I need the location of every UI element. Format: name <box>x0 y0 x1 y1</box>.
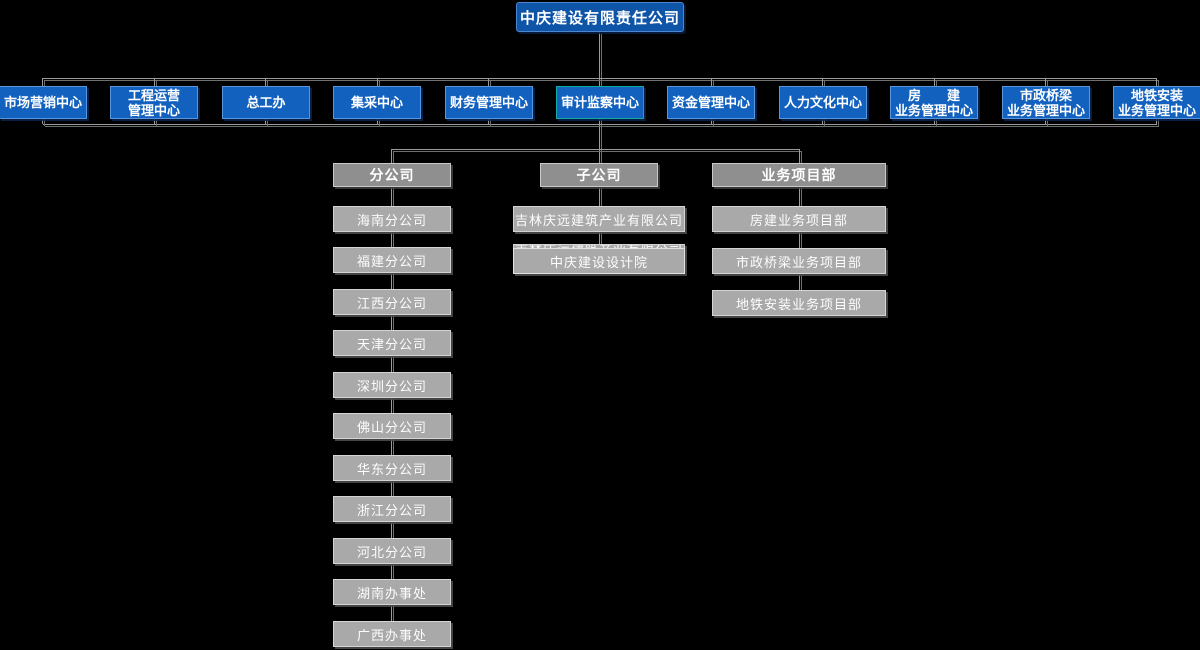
branch-node-zhejiang: 浙江分公司 <box>333 496 451 522</box>
dept-node-marketing-center: 市场营销中心 <box>0 86 87 119</box>
branch-node-hunan-office: 湖南办事处 <box>333 579 451 605</box>
branch-node-shenzhen: 深圳分公司 <box>333 372 451 398</box>
project-node-metro-installation: 地铁安装业务项目部 <box>712 290 886 316</box>
dept-node-chief-engineer-office: 总工办 <box>222 86 310 119</box>
branch-node-jiangxi: 江西分公司 <box>333 289 451 315</box>
dept-node-audit-supervision-center: 审计监察中心 <box>556 86 644 119</box>
branch-node-hebei: 河北分公司 <box>333 538 451 564</box>
connector-line <box>599 32 600 248</box>
branch-node-fujian: 福建分公司 <box>333 247 451 273</box>
dept-node-procurement-center: 集采中心 <box>333 86 421 119</box>
group-header-business-project-depts: 业务项目部 <box>712 163 886 187</box>
dept-node-metro-installation-center: 地铁安装 业务管理中心 <box>1113 86 1200 119</box>
dept-node-capital-center: 资金管理中心 <box>667 86 755 119</box>
dept-node-housing-construction-center: 房 建 业务管理中心 <box>890 86 978 119</box>
subsidiary-node-jilin-qingyuan: 吉林庆远建筑产业有限公司 <box>513 206 685 232</box>
dept-node-municipal-bridge-center: 市政桥梁 业务管理中心 <box>1002 86 1090 119</box>
connector-line <box>43 124 1157 125</box>
connector-line <box>43 78 1157 79</box>
subsidiary-node-design-institute: 中庆建设设计院 <box>513 248 685 274</box>
branch-node-foshan: 佛山分公司 <box>333 413 451 439</box>
project-node-housing-construction: 房建业务项目部 <box>712 206 886 232</box>
branch-node-hainan: 海南分公司 <box>333 206 451 232</box>
dept-node-hr-culture-center: 人力文化中心 <box>779 86 867 119</box>
branch-node-guangxi-office: 广西办事处 <box>333 621 451 647</box>
dept-node-finance-center: 财务管理中心 <box>445 86 533 119</box>
group-header-subsidiaries: 子公司 <box>540 163 658 187</box>
branch-node-huadong: 华东分公司 <box>333 455 451 481</box>
project-node-municipal-bridge: 市政桥梁业务项目部 <box>712 248 886 274</box>
group-header-branch-companies: 分公司 <box>333 163 451 187</box>
branch-node-tianjin: 天津分公司 <box>333 330 451 356</box>
connector-line <box>391 149 799 150</box>
org-root-node: 中庆建设有限责任公司 <box>516 2 684 32</box>
dept-node-engineering-operations-center: 工程运营 管理中心 <box>110 86 198 119</box>
